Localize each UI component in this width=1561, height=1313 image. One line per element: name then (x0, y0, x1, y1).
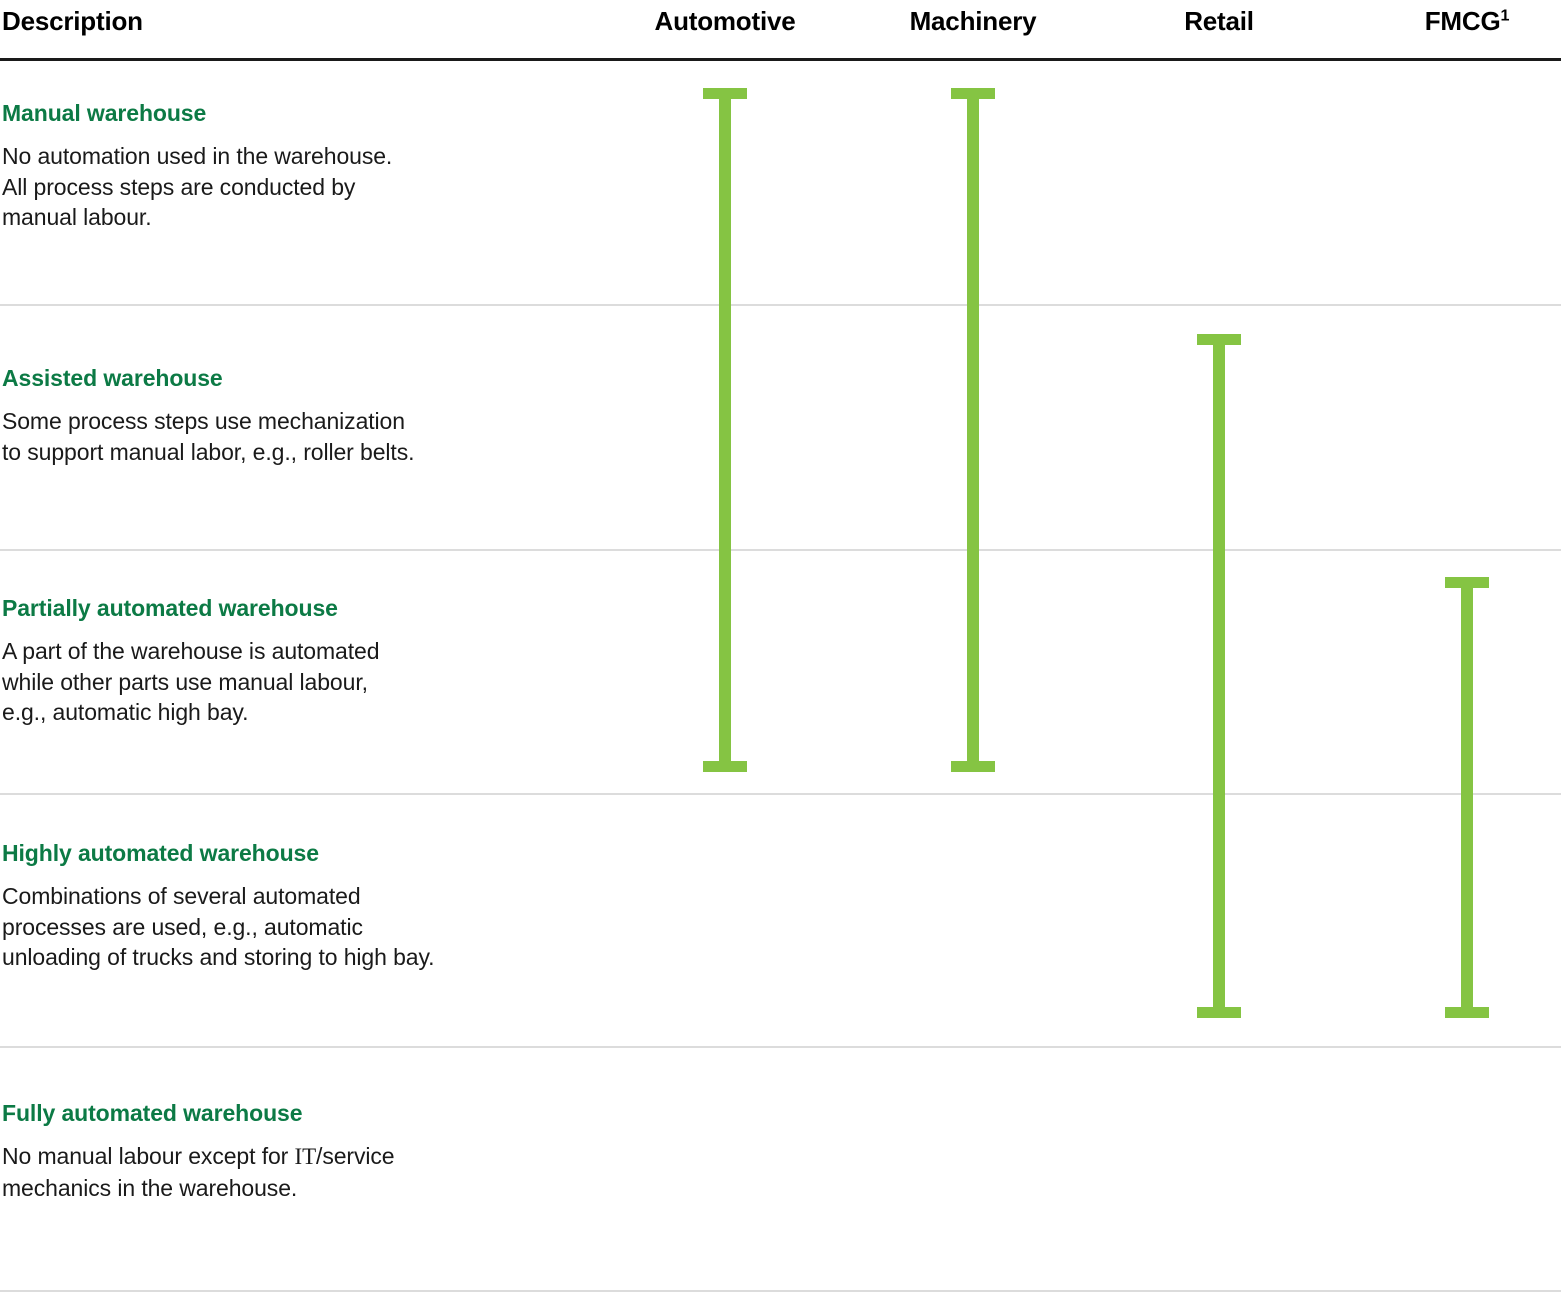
row-description-fully-automated-warehouse: No manual labour except for IT/service m… (2, 1141, 602, 1203)
column-header-retail: Retail (1184, 6, 1254, 36)
row-description-line: while other parts use manual labour, (2, 668, 368, 695)
row-title-manual-warehouse: Manual warehouse (2, 100, 207, 126)
row-divider-5 (0, 1290, 1561, 1292)
row-title-fully-automated-warehouse: Fully automated warehouse (2, 1100, 303, 1126)
row-divider-1 (0, 304, 1561, 306)
column-header-fmcg-label: FMCG (1424, 6, 1501, 36)
row-description-line: mechanics in the warehouse. (2, 1174, 298, 1201)
row-description-line: to support manual labor, e.g., roller be… (2, 438, 415, 465)
table-row: Highly automated warehouse Combinations … (2, 840, 642, 973)
row-title-highly-automated-warehouse: Highly automated warehouse (2, 840, 319, 866)
row-description-line: processes are used, e.g., automatic (2, 913, 363, 940)
row-description-line: Combinations of several automated (2, 883, 361, 909)
row-description-line: manual labour. (2, 204, 152, 231)
range-bar-automotive (703, 88, 747, 772)
row-description-assisted-warehouse: Some process steps use mechanization to … (2, 406, 602, 467)
range-bar-stem (967, 88, 979, 772)
range-bar-machinery (951, 88, 995, 772)
row-divider-2 (0, 549, 1561, 551)
row-description-line: All process steps are conducted by (2, 173, 356, 200)
column-header-description: Description (2, 6, 143, 36)
row-divider-4 (0, 1046, 1561, 1048)
column-header-automotive: Automotive (654, 6, 796, 36)
row-description-line: A part of the warehouse is automated (2, 638, 380, 664)
row-description-line: No manual labour except for IT/service (2, 1143, 395, 1169)
row-description-line: unloading of trucks and storing to high … (2, 944, 435, 971)
row-title-assisted-warehouse: Assisted warehouse (2, 365, 223, 391)
range-bar-cap-bottom (951, 761, 995, 772)
range-bar-retail (1197, 334, 1241, 1018)
range-bar-stem (719, 88, 731, 772)
row-description-line: Some process steps use mechanization (2, 408, 405, 434)
column-header-fmcg: FMCG1 (1425, 6, 1510, 37)
range-bar-cap-bottom (1445, 1007, 1489, 1018)
table-row: Partially automated warehouse A part of … (2, 595, 602, 728)
row-title-partially-automated-warehouse: Partially automated warehouse (2, 595, 338, 621)
range-bar-stem (1213, 334, 1225, 1018)
range-bar-cap-bottom (703, 761, 747, 772)
row-description-partially-automated-warehouse: A part of the warehouse is automated whi… (2, 636, 602, 728)
row-description-line: No automation used in the warehouse. (2, 143, 393, 169)
range-bar-cap-bottom (1197, 1007, 1241, 1018)
header-rule (0, 58, 1561, 61)
row-divider-3 (0, 793, 1561, 795)
row-description-highly-automated-warehouse: Combinations of several automated proces… (2, 881, 642, 973)
column-header-machinery: Machinery (909, 6, 1037, 36)
table-row: Fully automated warehouse No manual labo… (2, 1100, 602, 1203)
footnote-marker: 1 (1500, 6, 1510, 25)
range-bar-fmcg (1445, 577, 1489, 1018)
table-row: Assisted warehouse Some process steps us… (2, 365, 602, 467)
table-row: Manual warehouse No automation used in t… (2, 100, 602, 233)
range-bar-stem (1461, 577, 1473, 1018)
row-description-line: e.g., automatic high bay. (2, 699, 249, 726)
row-description-manual-warehouse: No automation used in the warehouse. All… (2, 141, 602, 233)
table-header: Description Automotive Machinery Retail … (0, 0, 1561, 58)
